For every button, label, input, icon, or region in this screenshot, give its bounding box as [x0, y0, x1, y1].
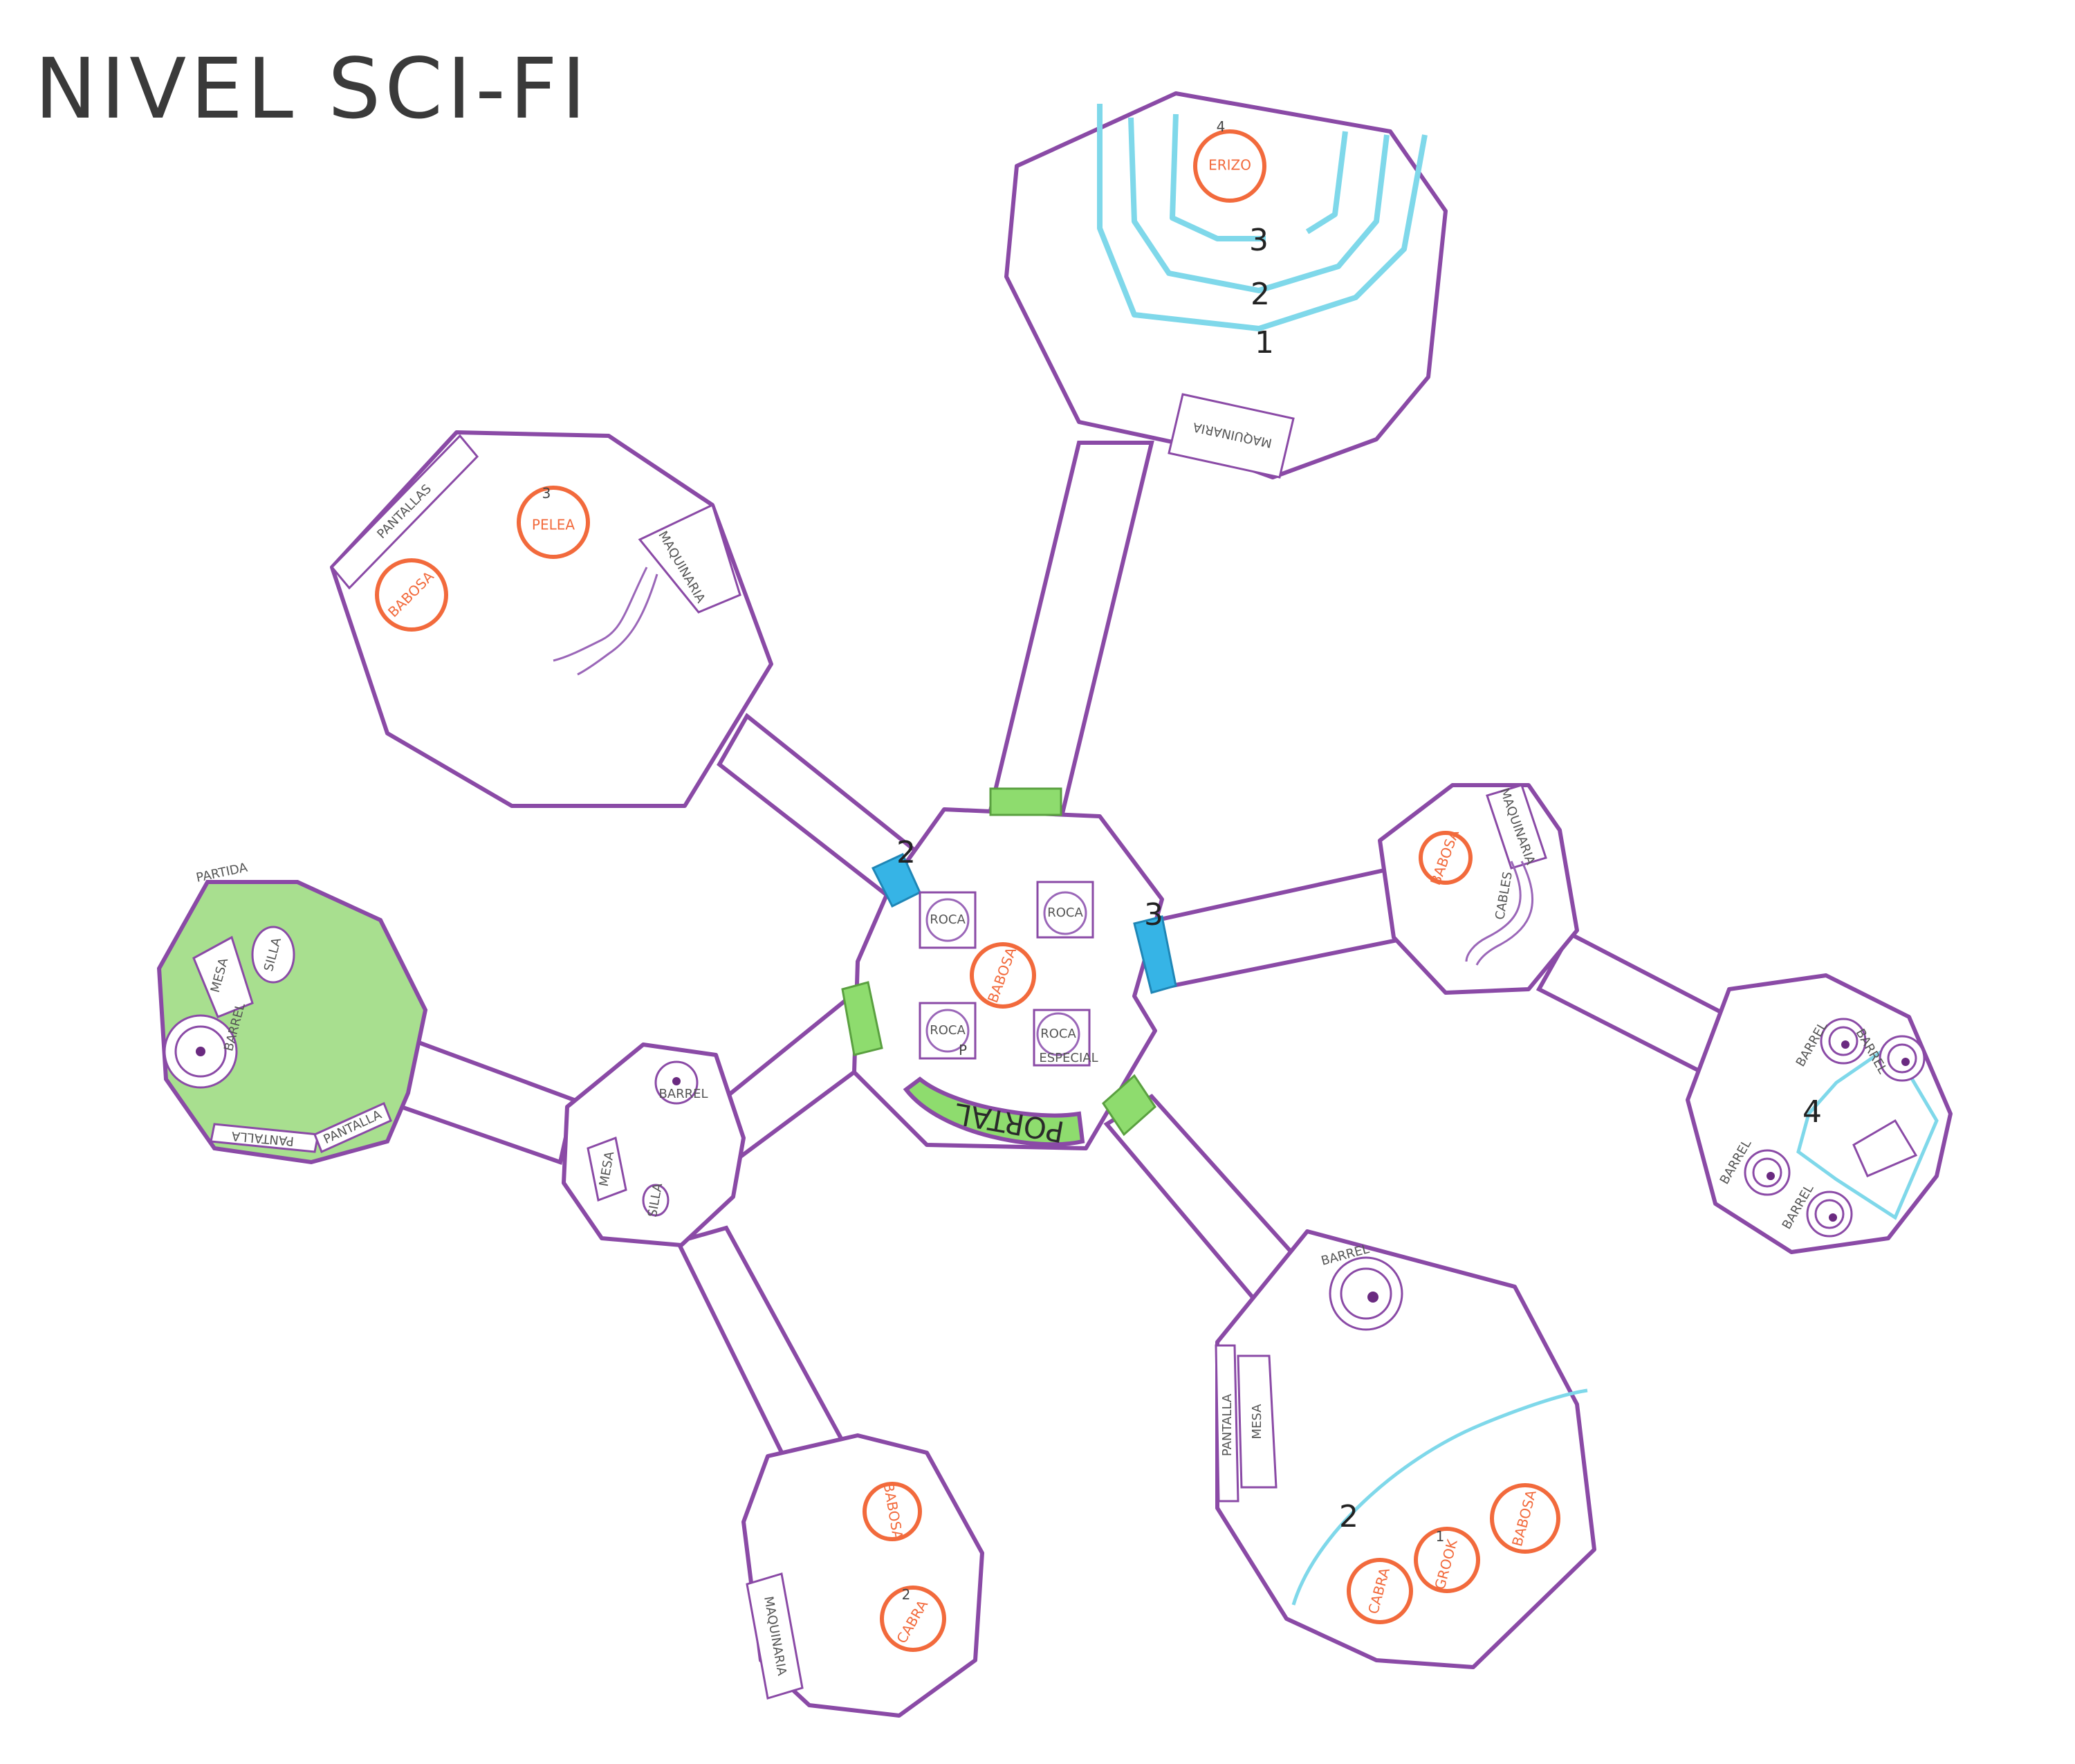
rock-1-label: ROCA — [930, 912, 966, 927]
room-upper-left — [330, 430, 773, 808]
enemy-erizo: 4 ERIZO — [1193, 118, 1266, 203]
rock-2: ROCA — [1036, 881, 1094, 939]
step-label-1: 1 — [1255, 325, 1274, 360]
step-2 — [1128, 117, 1390, 293]
door-right-number: 3 — [1144, 897, 1163, 932]
enemy-babosa-bottom-left: BABOSA — [863, 1482, 922, 1541]
rock-special: ROCA ESPECIAL — [1033, 1009, 1098, 1067]
table-small-left: MESA — [587, 1136, 627, 1202]
enemy-babosa-center: BABOSA — [970, 942, 1036, 1009]
lower-right-number: 2 — [1339, 1499, 1358, 1534]
enemy-cabra-bottom-left: 2 CABRA — [880, 1586, 946, 1652]
barrel-small-left: BARREL — [654, 1060, 708, 1105]
door-lower-right — [1102, 1074, 1156, 1137]
enemy-cabra-bottom-left-count: 2 — [902, 1586, 911, 1603]
rock-1: ROCA — [919, 891, 977, 949]
chair-small-left: SILLA — [642, 1182, 670, 1218]
rock-special-tag: ESPECIAL — [1039, 1051, 1098, 1065]
enemy-babosa-right-small: BABOSA — [1419, 827, 1473, 888]
diamond-marker — [1852, 1119, 1918, 1177]
steps-group: 1 2 3 — [1097, 104, 1428, 360]
barrel-small-left-label: BARREL — [658, 1087, 708, 1101]
door-left — [841, 981, 883, 1056]
enemy-pelea-label: PELEA — [532, 517, 575, 533]
step-label-2: 2 — [1251, 277, 1270, 312]
rock-3: ROCA P — [919, 1002, 977, 1060]
cables-right-small — [1465, 861, 1522, 962]
rock-3-label: ROCA — [930, 1023, 966, 1038]
enemy-grook: 1 GROOK — [1414, 1527, 1480, 1593]
door-top — [989, 787, 1062, 816]
corridor-start — [398, 1038, 577, 1165]
rock-special-label: ROCA — [1040, 1027, 1076, 1041]
screen-lower-right: PANTALLA — [1215, 1344, 1239, 1503]
table-lower-right-label: MESA — [1250, 1404, 1264, 1440]
enemy-babosa-upper-left: BABOSA — [375, 558, 448, 632]
enemy-grook-count: 1 — [1436, 1528, 1445, 1545]
enemy-pelea-count: 3 — [542, 485, 551, 502]
step-1 — [1097, 104, 1428, 331]
machinery-top: MAQUINARIA — [1168, 393, 1295, 479]
table-lower-right: MESA — [1237, 1354, 1278, 1489]
rock-3-count: P — [959, 1042, 967, 1058]
step-3 — [1170, 113, 1266, 241]
table-start: MESA — [192, 935, 254, 1018]
step-lower-right — [1291, 1388, 1588, 1606]
far-right-number: 4 — [1802, 1094, 1822, 1130]
door-upper-left-number: 2 — [896, 835, 916, 870]
corridor-right — [1138, 865, 1414, 992]
enemy-erizo-count: 4 — [1217, 118, 1226, 135]
screen-lower-right-label: PANTALLA — [1220, 1393, 1235, 1456]
screen-start-a: PANTALLA — [210, 1123, 320, 1153]
machinery-upper-left: MAQUINARIA — [553, 503, 741, 676]
machinery-right-small: MAQUINARIA CABLES — [1465, 784, 1547, 966]
enemy-babosa-lower-right: BABOSA — [1490, 1483, 1560, 1554]
enemy-cabra-lower-right: CABRA — [1347, 1558, 1413, 1624]
step-3b — [1305, 131, 1348, 235]
machinery-bottom-left: MAQUINARIA — [746, 1572, 804, 1700]
enemy-pelea: 3 PELEA — [517, 485, 590, 559]
chair-start: SILLA — [251, 926, 295, 984]
enemy-erizo-label: ERIZO — [1208, 157, 1251, 174]
door-right — [1133, 915, 1177, 994]
cables-upper-left — [553, 567, 648, 662]
level-title: NIVEL SCI-FI — [35, 42, 590, 138]
rock-2-label: ROCA — [1047, 906, 1083, 920]
corridor-top — [986, 441, 1154, 818]
step-label-3: 3 — [1249, 223, 1269, 258]
